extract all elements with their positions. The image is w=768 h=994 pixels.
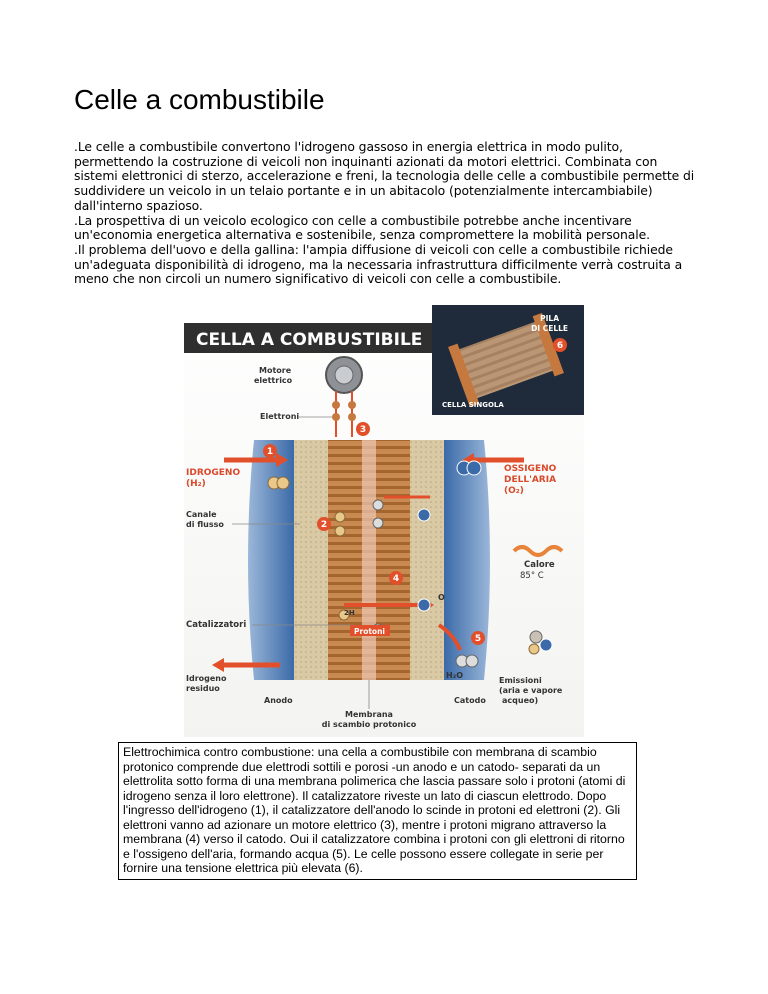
label-calore: Calore bbox=[524, 560, 555, 570]
figure-caption: Elettrochimica contro combustione: una c… bbox=[118, 742, 637, 880]
label-canale-1: Canale bbox=[186, 510, 217, 519]
anode-plate bbox=[248, 440, 294, 680]
label-2h: 2H bbox=[344, 609, 355, 617]
fuel-cell-illustration: CELLA A COMBUSTIBILE PILA DI CELLE 6 CEL… bbox=[184, 305, 584, 737]
label-ossigeno-2: DELL'ARIA bbox=[504, 475, 556, 485]
label-cella-singola: CELLA SINGOLA bbox=[442, 401, 504, 409]
label-motore-2: elettrico bbox=[254, 376, 293, 385]
label-h2: (H₂) bbox=[186, 479, 206, 489]
figure-header: CELLA A COMBUSTIBILE bbox=[196, 330, 422, 350]
label-h2o: H₂O bbox=[446, 671, 463, 680]
marker-1-label: 1 bbox=[267, 447, 273, 457]
marker-2-label: 2 bbox=[321, 520, 327, 530]
label-emissioni-3: acqueo) bbox=[502, 696, 538, 705]
cathode-electrode bbox=[410, 440, 444, 680]
fuel-cell-diagram: CELLA A COMBUSTIBILE PILA DI CELLE 6 CEL… bbox=[184, 305, 584, 737]
label-temperatura: 85° C bbox=[520, 571, 544, 581]
label-idrogeno: IDROGENO bbox=[186, 468, 240, 478]
label-catodo: Catodo bbox=[454, 696, 486, 705]
label-o: O bbox=[438, 593, 445, 602]
anode-electrode bbox=[294, 440, 328, 680]
marker-5-label: 5 bbox=[475, 634, 481, 644]
label-idrogeno-residuo-2: residuo bbox=[186, 684, 220, 693]
cathode-plate bbox=[444, 440, 490, 680]
marker-3-label: 3 bbox=[360, 425, 366, 435]
label-emissioni-2: (aria e vapore bbox=[499, 686, 563, 695]
page-title: Celle a combustibile bbox=[74, 84, 325, 116]
body-text: .Le celle a combustibile convertono l'id… bbox=[74, 140, 704, 287]
label-elettroni: Elettroni bbox=[260, 412, 299, 421]
marker-4-label: 4 bbox=[393, 574, 399, 584]
label-membrana-2: di scambio protonico bbox=[322, 720, 417, 729]
label-idrogeno-residuo-1: Idrogeno bbox=[186, 674, 227, 683]
label-catalizzatori: Catalizzatori bbox=[186, 620, 246, 630]
label-canale-2: di flusso bbox=[186, 520, 224, 529]
paragraph-2: .La prospettiva di un veicolo ecologico … bbox=[74, 214, 704, 243]
label-membrana-1: Membrana bbox=[345, 710, 393, 719]
label-pila-1: PILA bbox=[540, 314, 559, 323]
paragraph-3: .Il problema dell'uovo e della gallina: … bbox=[74, 243, 704, 287]
marker-6-label: 6 bbox=[557, 341, 563, 351]
label-ossigeno-3: (O₂) bbox=[504, 486, 524, 496]
label-ossigeno-1: OSSIGENO bbox=[504, 464, 557, 474]
paragraph-1: .Le celle a combustibile convertono l'id… bbox=[74, 140, 704, 214]
label-motore-1: Motore bbox=[259, 366, 292, 375]
label-pila-2: DI CELLE bbox=[531, 324, 568, 333]
label-anodo: Anodo bbox=[264, 696, 293, 705]
label-protoni: Protoni bbox=[354, 627, 385, 636]
label-emissioni-1: Emissioni bbox=[499, 676, 542, 685]
